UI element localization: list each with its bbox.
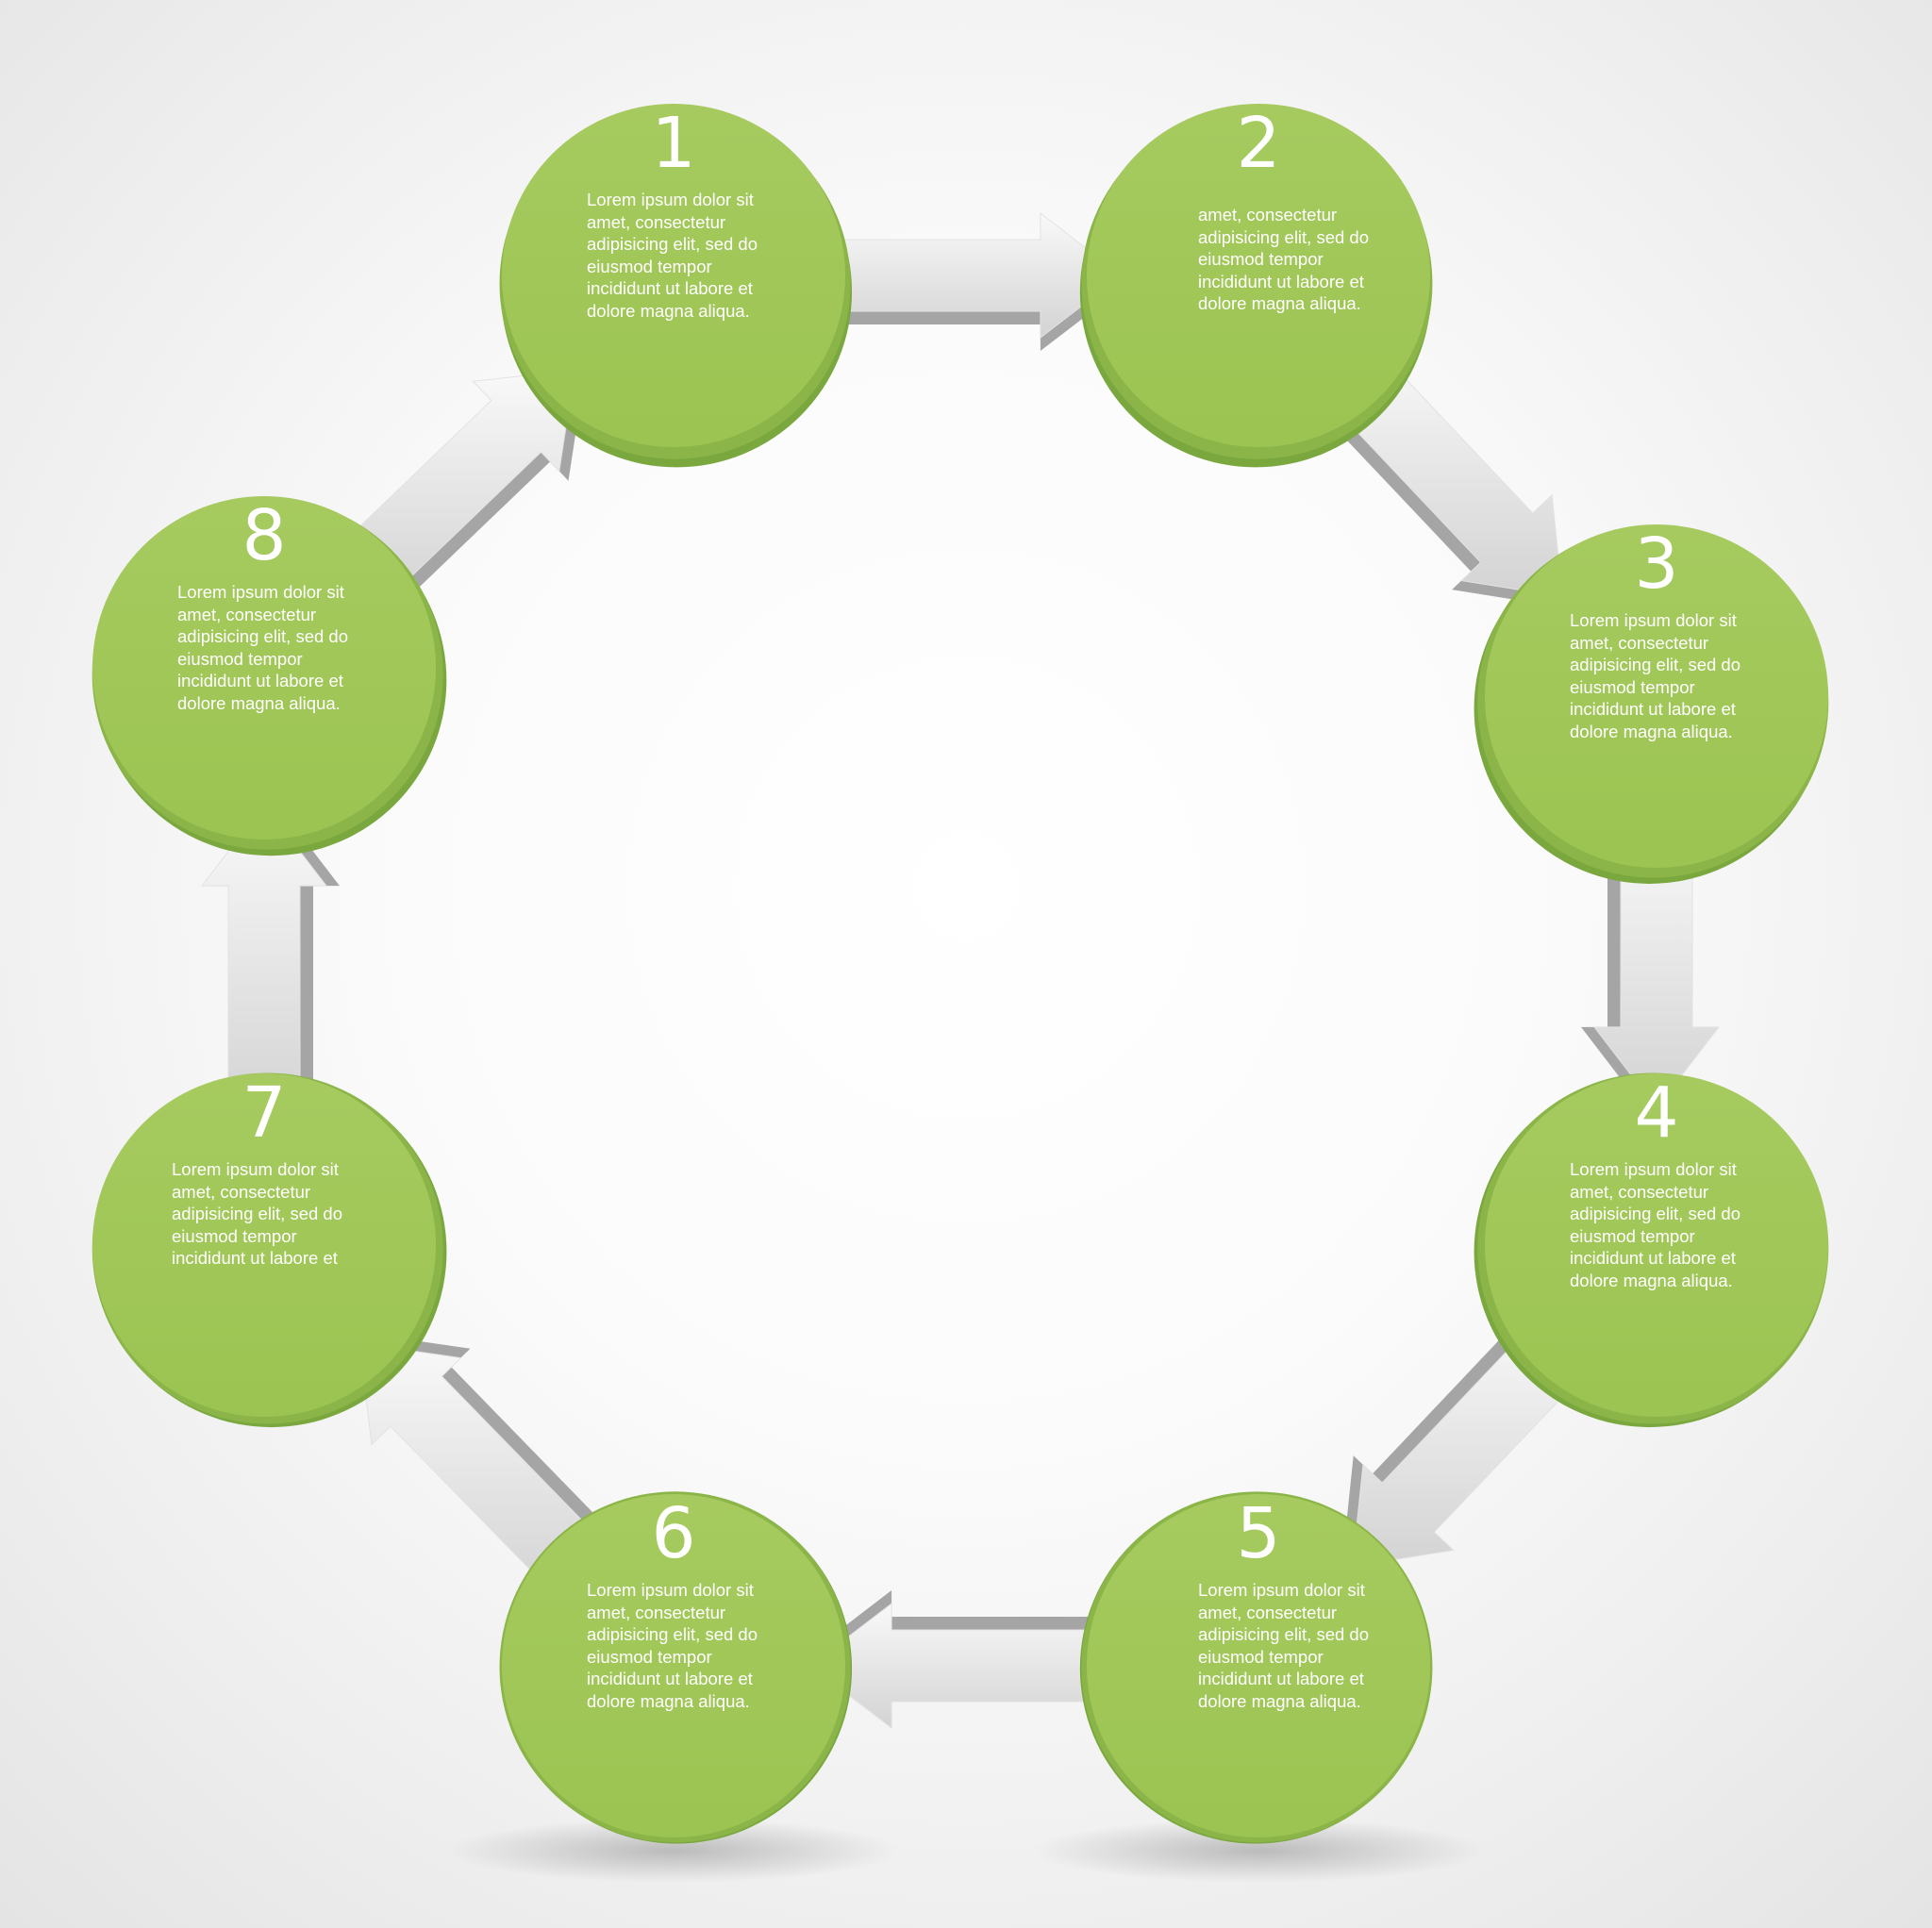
step-description-7: Lorem ipsum dolor sit amet, consectetur … (172, 1159, 342, 1268)
step-description-5: Lorem ipsum dolor sit amet, consectetur … (1198, 1580, 1369, 1711)
step-description-6: Lorem ipsum dolor sit amet, consectetur … (587, 1580, 758, 1711)
step-number-4: 4 (1634, 1072, 1679, 1154)
shadow-layer (447, 1819, 1485, 1883)
circle-face (502, 1494, 845, 1837)
circle-face (1087, 1494, 1430, 1837)
step-description-8: Lorem ipsum dolor sit amet, consectetur … (177, 582, 348, 713)
circle-layer (92, 104, 1829, 1844)
flow-arrow-3-to-4 (1581, 822, 1721, 1109)
step-number-2: 2 (1236, 103, 1281, 184)
step-circle-5 (1079, 1491, 1433, 1844)
step-number-3: 3 (1634, 524, 1679, 605)
step-number-7: 7 (242, 1072, 287, 1154)
floor-shadow (447, 1819, 900, 1883)
circle-face (1087, 104, 1430, 447)
step-number-6: 6 (651, 1493, 696, 1574)
step-number-1: 1 (651, 103, 696, 184)
step-circle-7 (92, 1072, 447, 1428)
step-circle-2 (1079, 104, 1433, 468)
step-number-8: 8 (242, 495, 287, 576)
circle-face (92, 1073, 436, 1417)
flow-arrow-5-to-6 (809, 1590, 1133, 1730)
circle-face (1485, 1073, 1828, 1417)
step-circle-3 (1474, 524, 1829, 884)
flow-arrow-1-to-2 (799, 211, 1123, 351)
step-description-1: Lorem ipsum dolor sit amet, consectetur … (587, 190, 758, 321)
step-circle-6 (499, 1491, 853, 1844)
step-circle-1 (499, 104, 853, 468)
floor-shadow (1032, 1819, 1485, 1883)
step-circle-8 (92, 496, 447, 856)
circle-face (502, 104, 845, 447)
step-description-3: Lorem ipsum dolor sit amet, consectetur … (1570, 610, 1740, 741)
arrow-layer (200, 211, 1721, 1730)
step-circle-4 (1474, 1072, 1829, 1428)
circle-face (92, 496, 436, 839)
step-number-5: 5 (1236, 1493, 1281, 1574)
step-description-2: amet, consectetur adipisicing elit, sed … (1198, 205, 1369, 313)
flow-arrow-7-to-8 (200, 804, 340, 1120)
circle-face (1485, 524, 1828, 868)
step-description-4: Lorem ipsum dolor sit amet, consectetur … (1570, 1159, 1740, 1290)
